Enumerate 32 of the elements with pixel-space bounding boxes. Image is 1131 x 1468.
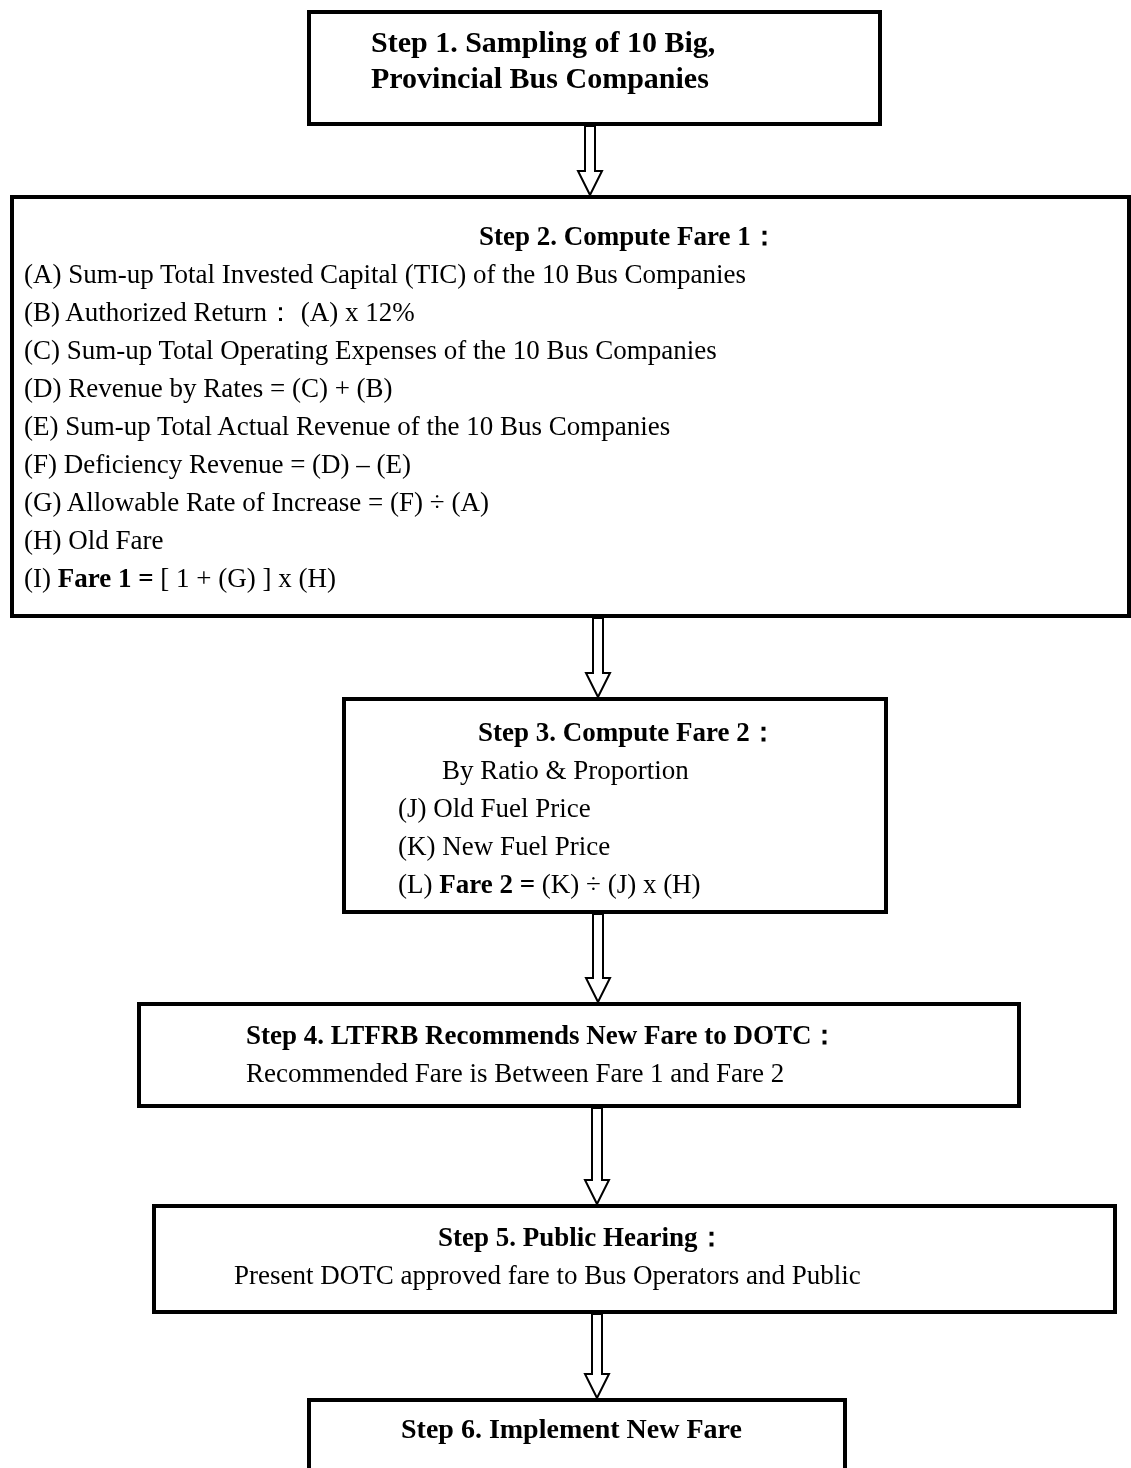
hollow-arrow (583, 1107, 611, 1207)
step-detail: (C) Sum-up Total Operating Expenses of the 10 Bus Companies (24, 334, 718, 367)
step-detail: Present DOTC approved fare to Bus Operators and Public (233, 1259, 862, 1292)
process-box (307, 1398, 847, 1468)
process-box (342, 697, 888, 914)
step-detail: (G) Allowable Rate of Increase = (F) ÷ (A) (24, 486, 490, 519)
step-detail: (F) Deficiency Revenue = (D) – (E) (24, 448, 413, 481)
step-heading: Step 5. Public Hearing： (437, 1221, 726, 1254)
step-heading: Step 2. Compute Fare 1： (478, 220, 779, 253)
step-heading: Step 6. Implement New Fare (400, 1412, 743, 1446)
process-box (10, 195, 1131, 618)
step-heading: Step 1. Sampling of 10 Big, Provincial Bus Companies (370, 24, 717, 96)
hollow-arrow (576, 125, 604, 198)
hollow-arrow (584, 913, 612, 1005)
process-box (137, 1002, 1021, 1108)
step-detail: (A) Sum-up Total Invested Capital (TIC) of the 10 Bus Companies (24, 258, 747, 291)
step-detail: (D) Revenue by Rates = (C) + (B) (24, 372, 394, 405)
step-detail: (K) New Fuel Price (397, 830, 612, 863)
step-detail: (L) Fare 2 = (K) ÷ (J) x (H) (397, 868, 702, 901)
step-heading: Step 3. Compute Fare 2： (477, 716, 778, 749)
step-detail: (H) Old Fare (24, 524, 165, 557)
hollow-arrow (583, 1313, 611, 1401)
step-detail: (I) Fare 1 = [ 1 + (G) ] x (H) (24, 562, 337, 595)
step-detail: (B) Authorized Return： (A) x 12% (24, 296, 416, 329)
step-detail: Recommended Fare is Between Fare 1 and Fare 2 (245, 1057, 786, 1090)
process-box (152, 1204, 1117, 1314)
step-detail: By Ratio & Proportion (441, 754, 690, 787)
step-heading: Step 4. LTFRB Recommends New Fare to DOTC： (245, 1019, 840, 1052)
step-detail: (E) Sum-up Total Actual Revenue of the 10 Bus Companies (24, 410, 672, 443)
hollow-arrow (584, 617, 612, 700)
process-box (307, 10, 882, 126)
step-detail: (J) Old Fuel Price (397, 792, 592, 825)
